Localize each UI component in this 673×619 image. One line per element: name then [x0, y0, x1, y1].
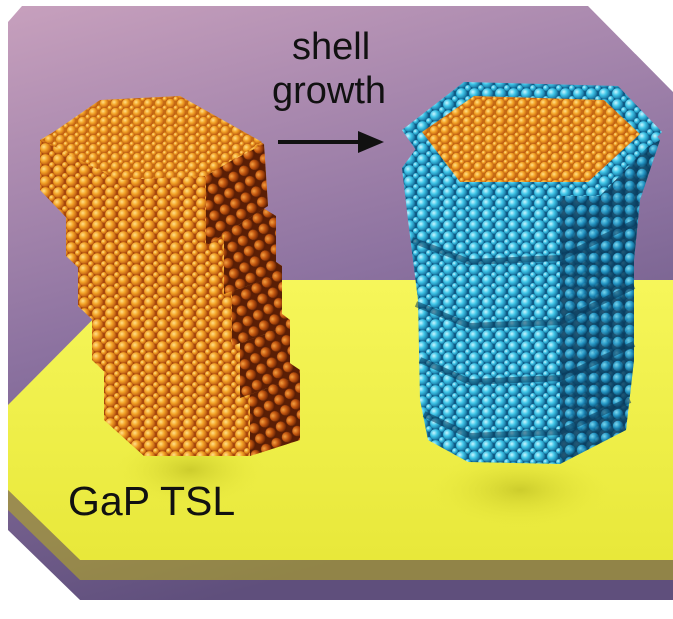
core-shell-nanowire: [402, 82, 662, 464]
arrow-label-growth-text: growth: [272, 70, 387, 112]
arrow-label-shell-text: shell: [292, 26, 371, 68]
core-nanowire: [40, 96, 300, 456]
structure-label: GaP TSL: [68, 478, 236, 524]
core-top-facet: [42, 96, 262, 180]
shell-ridges: [410, 219, 638, 440]
shell-shadow: [430, 452, 610, 528]
shell-growth-arrow: [278, 131, 384, 153]
shell-top-core: [422, 96, 640, 182]
